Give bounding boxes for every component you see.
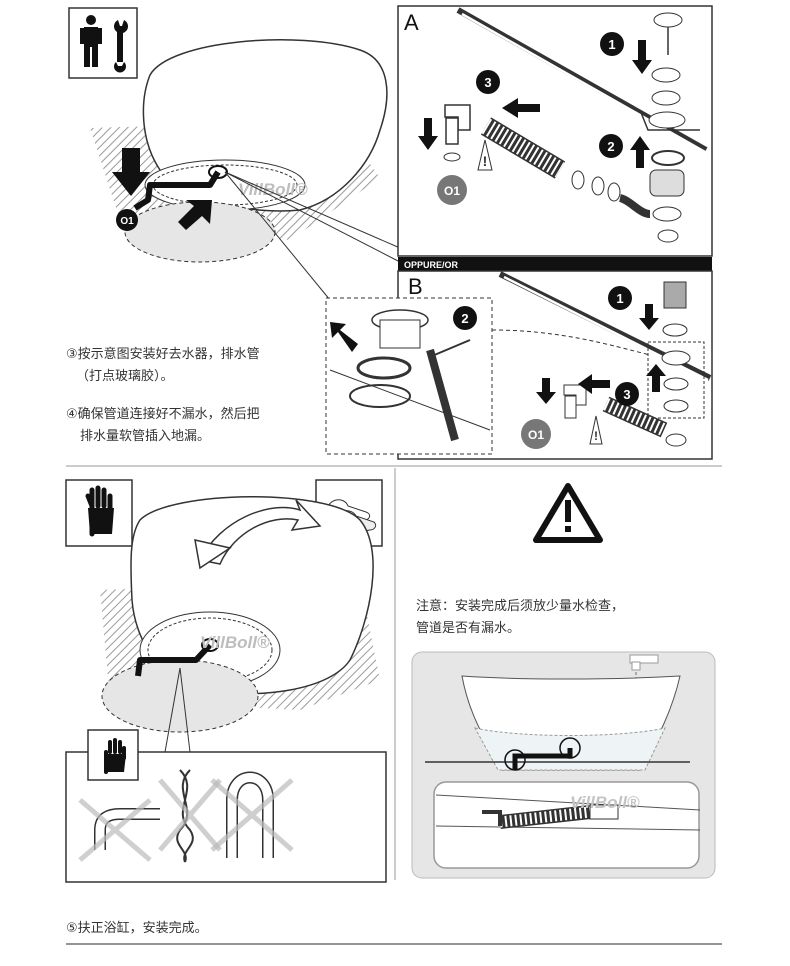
instruction-step-3-line2: （打点玻璃胶）。 <box>76 369 174 384</box>
instruction-step-4-line2: 排水量软管插入地漏。 <box>80 429 211 444</box>
watermark-logo: VillBoll® <box>570 793 640 812</box>
twisted-hose-x <box>158 769 222 863</box>
or-separator-label: OPPURE/OR <box>404 260 459 270</box>
o1-badge: O1 <box>521 419 551 449</box>
panel-a-label: A <box>404 10 419 35</box>
step-badge-2: 2 <box>599 134 623 158</box>
notice-line1: 注意：安装完成后须放少量水检查， <box>416 599 625 614</box>
svg-text:3: 3 <box>484 75 491 90</box>
instruction-step-4-line1: ④确保管道连接好不漏水，然后把 <box>66 407 260 422</box>
rotate-arrow <box>198 499 322 565</box>
u-bend-hose-x <box>210 771 294 858</box>
drain-hose <box>133 170 221 211</box>
svg-text:3: 3 <box>623 387 630 402</box>
drain-hole-outline <box>101 659 259 733</box>
instruction-step-5: ⑤扶正浴缸，安装完成。 <box>66 921 208 936</box>
corrugated-hose <box>480 117 566 179</box>
drain-hose <box>135 642 213 677</box>
svg-text:2: 2 <box>461 311 468 326</box>
drain-hole-outline <box>124 201 276 263</box>
instruction-step-3: ③按示意图安装好去水器，排水管 （打点玻璃胶）。 <box>66 344 326 388</box>
step-badge-1: 1 <box>608 286 632 310</box>
bent-hose-x <box>78 798 160 862</box>
o1-badge-label: O1 <box>120 216 134 227</box>
step-badge-3: 3 <box>476 70 500 94</box>
svg-text:O1: O1 <box>444 184 460 198</box>
warning-triangle-icon <box>533 483 603 543</box>
svg-text:!: ! <box>483 153 488 169</box>
bathtub-tilted <box>142 39 388 212</box>
svg-text:1: 1 <box>616 291 623 306</box>
step-badge-1: 1 <box>600 32 624 56</box>
panel-b-label: B <box>408 274 423 299</box>
leader-line <box>224 171 401 263</box>
o1-badge: O1 <box>116 209 138 231</box>
arrow-down <box>112 148 150 196</box>
or-separator-bar <box>398 257 712 271</box>
svg-text:1: 1 <box>608 37 615 52</box>
notice-line2: 管道是否有漏水。 <box>416 621 521 636</box>
step-badge-2: 2 <box>453 306 477 330</box>
svg-text:!: ! <box>594 429 598 443</box>
svg-text:2: 2 <box>607 139 614 154</box>
leader-line <box>224 171 401 249</box>
instruction-step-3-line1: ③按示意图安装好去水器，排水管 <box>66 347 260 362</box>
watermark-logo: VillBoll® <box>200 633 270 652</box>
leader-line <box>224 171 331 301</box>
notice-text: 注意：安装完成后须放少量水检查， 管道是否有漏水。 <box>416 596 706 640</box>
arrow-up-right <box>178 200 212 230</box>
o1-badge: O1 <box>437 175 467 205</box>
step-badge-3: 3 <box>615 382 639 406</box>
hand-stop-icon <box>87 729 139 781</box>
worker-wrench-icon <box>68 7 138 79</box>
hand-stop-icon <box>65 479 133 547</box>
bathtub-upright <box>130 496 374 695</box>
svg-text:O1: O1 <box>528 428 544 442</box>
instruction-step-4: ④确保管道连接好不漏水，然后把 排水量软管插入地漏。 <box>66 404 326 448</box>
